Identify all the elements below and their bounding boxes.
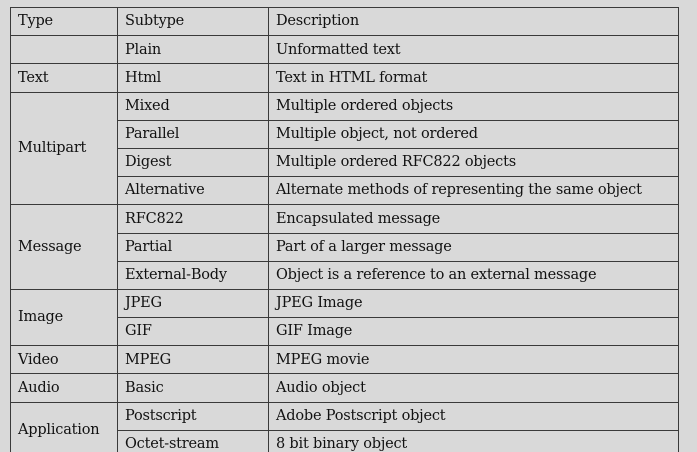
subtype-cell: MPEG xyxy=(117,345,269,375)
description-cell: JPEG Image xyxy=(268,288,679,319)
type-cell: Video xyxy=(10,345,118,375)
header-type: Type xyxy=(10,6,118,37)
subtype-cell: Partial xyxy=(117,232,269,262)
subtype-cell: Octet-stream xyxy=(117,429,269,452)
subtype-cell: GIF xyxy=(117,317,269,347)
description-cell: Multiple ordered objects xyxy=(268,91,679,121)
header-description: Description xyxy=(268,6,679,37)
description-cell: Multiple object, not ordered xyxy=(268,119,679,149)
description-cell: Audio object xyxy=(268,373,679,403)
subtype-cell: Plain xyxy=(117,35,269,65)
subtype-cell: Alternative xyxy=(117,176,269,206)
header-row: Type Subtype Description xyxy=(10,6,679,37)
type-cell: Audio xyxy=(10,373,118,403)
subtype-cell: External-Body xyxy=(117,260,269,290)
description-cell: MPEG movie xyxy=(268,345,679,375)
description-cell: GIF Image xyxy=(268,317,679,347)
subtype-cell: Html xyxy=(117,63,269,93)
type-cell: Message xyxy=(10,204,118,290)
type-cell: Application xyxy=(10,401,118,452)
description-cell: Encapsulated message xyxy=(268,204,679,234)
type-cell xyxy=(10,35,118,65)
description-cell: Object is a reference to an external mes… xyxy=(268,260,679,290)
subtype-cell: JPEG xyxy=(117,288,269,319)
subtype-cell: Digest xyxy=(117,147,269,178)
description-cell: Text in HTML format xyxy=(268,63,679,93)
description-cell: Multiple ordered RFC822 objects xyxy=(268,147,679,178)
description-cell: Alternate methods of representing the sa… xyxy=(268,176,679,206)
header-subtype: Subtype xyxy=(117,6,269,37)
subtype-cell: Mixed xyxy=(117,91,269,121)
description-cell: Part of a larger message xyxy=(268,232,679,262)
subtype-cell: Parallel xyxy=(117,119,269,149)
type-cell: Multipart xyxy=(10,91,118,206)
description-cell: 8 bit binary object xyxy=(268,429,679,452)
description-cell: Unformatted text xyxy=(268,35,679,65)
subtype-cell: RFC822 xyxy=(117,204,269,234)
type-cell: Image xyxy=(10,288,118,347)
description-cell: Adobe Postscript object xyxy=(268,401,679,431)
subtype-cell: Basic xyxy=(117,373,269,403)
subtype-cell: Postscript xyxy=(117,401,269,431)
type-cell: Text xyxy=(10,63,118,93)
